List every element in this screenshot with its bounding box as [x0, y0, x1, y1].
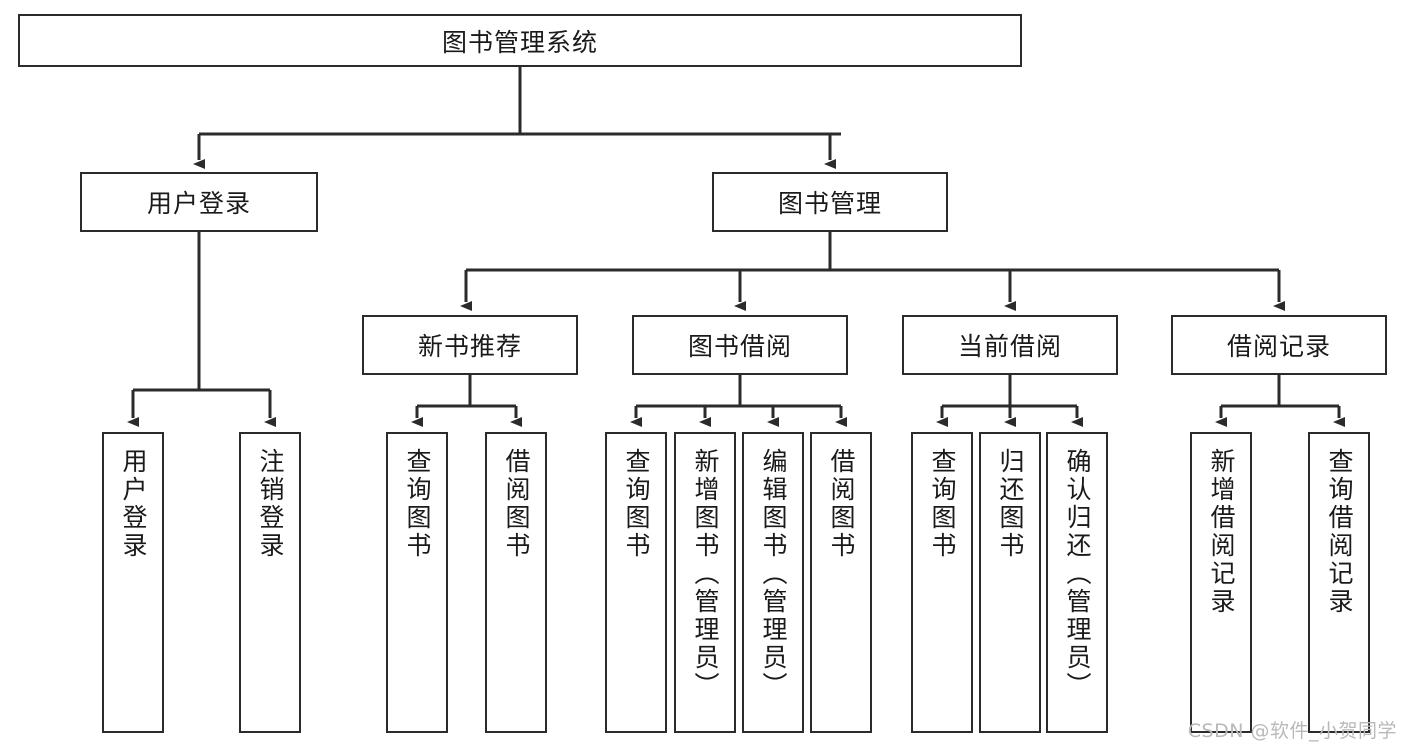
node-book-borrow-label: 图书借阅 — [687, 332, 792, 361]
leaf-user-login[interactable]: 用户登录 — [102, 432, 164, 733]
node-current-borrow[interactable]: 当前借阅 — [902, 315, 1118, 375]
node-current-borrow-label: 当前借阅 — [957, 332, 1062, 361]
leaf-logout[interactable]: 注销登录 — [239, 432, 301, 733]
leaf-query-book-current-label: 查询图书 — [928, 448, 957, 560]
node-borrow-record-label: 借阅记录 — [1226, 332, 1331, 361]
leaf-add-borrow-record-label: 新增借阅记录 — [1207, 448, 1236, 616]
leaf-query-borrow-record[interactable]: 查询借阅记录 — [1308, 432, 1370, 733]
leaf-add-book-admin-label: 新增图书（管理员） — [691, 448, 720, 700]
node-book-management-label: 图书管理 — [777, 189, 882, 218]
leaf-confirm-return-admin-label: 确认归还（管理员） — [1063, 448, 1092, 700]
leaf-logout-label: 注销登录 — [256, 448, 285, 560]
leaf-edit-book-admin[interactable]: 编辑图书（管理员） — [742, 432, 804, 733]
leaf-query-borrow-record-label: 查询借阅记录 — [1325, 448, 1354, 616]
node-user-login[interactable]: 用户登录 — [80, 172, 318, 232]
leaf-add-borrow-record[interactable]: 新增借阅记录 — [1190, 432, 1252, 733]
leaf-query-book-recommend[interactable]: 查询图书 — [386, 432, 448, 733]
node-new-book-recommend-label: 新书推荐 — [417, 332, 522, 361]
node-new-book-recommend[interactable]: 新书推荐 — [362, 315, 578, 375]
node-root-label: 图书管理系统 — [441, 27, 598, 57]
leaf-add-book-admin[interactable]: 新增图书（管理员） — [674, 432, 736, 733]
leaf-borrow-book-label: 借阅图书 — [827, 448, 856, 560]
node-book-borrow[interactable]: 图书借阅 — [632, 315, 848, 375]
leaf-borrow-book[interactable]: 借阅图书 — [810, 432, 872, 733]
leaf-query-book-borrow[interactable]: 查询图书 — [605, 432, 667, 733]
leaf-query-book-recommend-label: 查询图书 — [403, 448, 432, 560]
watermark: CSDN @软件_小贺同学 — [1187, 720, 1397, 742]
leaf-query-book-current[interactable]: 查询图书 — [911, 432, 973, 733]
node-user-login-label: 用户登录 — [146, 189, 251, 218]
leaf-return-book[interactable]: 归还图书 — [979, 432, 1041, 733]
leaf-edit-book-admin-label: 编辑图书（管理员） — [759, 448, 788, 700]
leaf-borrow-book-recommend[interactable]: 借阅图书 — [485, 432, 547, 733]
node-borrow-record[interactable]: 借阅记录 — [1171, 315, 1387, 375]
leaf-user-login-label: 用户登录 — [119, 448, 148, 560]
leaf-query-book-borrow-label: 查询图书 — [622, 448, 651, 560]
node-book-management[interactable]: 图书管理 — [712, 172, 948, 232]
leaf-return-book-label: 归还图书 — [996, 448, 1025, 560]
leaf-borrow-book-recommend-label: 借阅图书 — [502, 448, 531, 560]
leaf-confirm-return-admin[interactable]: 确认归还（管理员） — [1046, 432, 1108, 733]
node-root[interactable]: 图书管理系统 — [18, 14, 1022, 67]
